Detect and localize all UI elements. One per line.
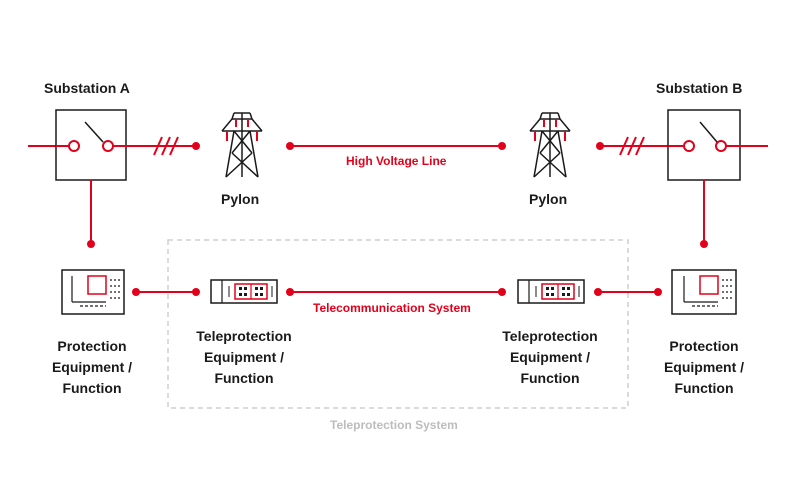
pylon-right-icon <box>529 112 571 178</box>
protection-right-line-1: Protection <box>669 338 739 354</box>
teleprotection-equipment-left-icon <box>210 279 278 304</box>
protection-equipment-left-icon <box>61 269 125 315</box>
substation-b-title: Substation B <box>656 80 743 96</box>
protection-right-line-2: Equipment / <box>663 359 745 375</box>
teleprotection-right-label: Teleprotection Equipment / Function <box>488 326 612 389</box>
protection-left-line-1: Protection <box>57 338 127 354</box>
teleprotection-system-label: Teleprotection System <box>330 418 458 432</box>
pylon-left-label: Pylon <box>221 191 260 207</box>
teleprotection-equipment-right-icon <box>517 279 585 304</box>
protection-right-label: Protection Equipment / Function <box>648 336 760 399</box>
substation-a-switch-icon <box>28 109 200 181</box>
pylon-right-label: Pylon <box>529 191 568 207</box>
protection-left-label: Protection Equipment / Function <box>36 336 148 399</box>
high-voltage-line <box>286 142 506 150</box>
pylon-left-icon <box>221 112 263 178</box>
telecommunication-line <box>286 288 506 296</box>
teleprotection-system-boundary <box>167 239 629 409</box>
high-voltage-line-label: High Voltage Line <box>344 154 449 168</box>
teleprotection-left-line-2: Equipment / <box>203 349 285 365</box>
protection-left-line-3: Function <box>62 380 122 396</box>
protection-right-line-3: Function <box>674 380 734 396</box>
teleprotection-right-line-1: Teleprotection <box>502 328 598 344</box>
protection-equipment-right-icon <box>671 269 737 315</box>
teleprotection-left-line-3: Function <box>214 370 274 386</box>
protection-left-line-2: Equipment / <box>51 359 133 375</box>
teleprotection-right-line-2: Equipment / <box>509 349 591 365</box>
teleprotection-left-line-1: Teleprotection <box>196 328 292 344</box>
substation-a-title: Substation A <box>44 80 130 96</box>
substation-b-switch-icon <box>596 109 768 181</box>
teleprotection-right-line-3: Function <box>520 370 580 386</box>
telecommunication-system-label: Telecommunication System <box>311 301 473 315</box>
teleprotection-left-label: Teleprotection Equipment / Function <box>182 326 306 389</box>
